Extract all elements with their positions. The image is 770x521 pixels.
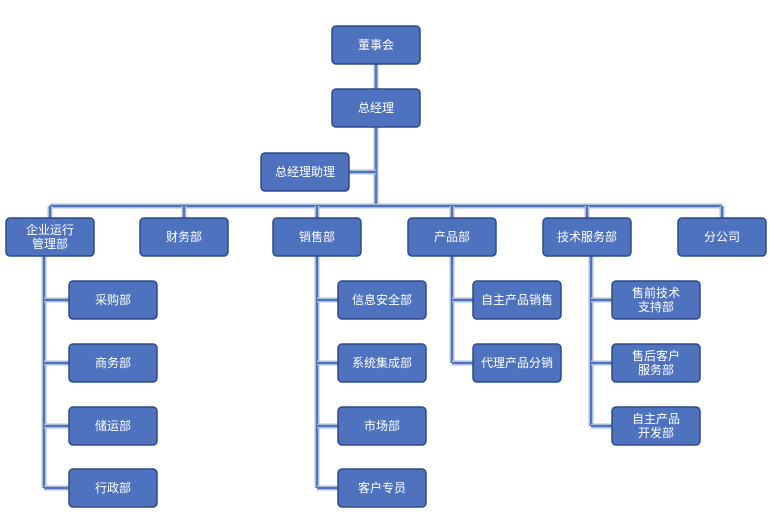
sub-department-node-4-1-box xyxy=(611,343,701,383)
sub-department-node-2-3-box xyxy=(337,468,427,508)
sub-department-node-2-2-label: 市场部 xyxy=(364,418,400,433)
department-node-5-box xyxy=(677,217,767,257)
sub-department-node-0-2: 储运部 xyxy=(68,406,158,446)
sub-department-node-2-1-label: 系统集成部 xyxy=(352,355,412,370)
sub-department-node-0-3-box xyxy=(68,468,158,508)
sub-department-node-2-3: 客户专员 xyxy=(337,468,427,508)
sub-department-node-0-0-label: 采购部 xyxy=(95,292,131,307)
sub-department-node-3-0: 自主产品销售 xyxy=(472,280,562,320)
department-node-0-box xyxy=(5,217,95,257)
department-node-2-label: 销售部 xyxy=(299,229,335,244)
connectors xyxy=(41,64,725,491)
sub-department-node-4-0-label: 支持部 xyxy=(638,299,674,314)
sub-department-node-2-1-box xyxy=(337,343,427,383)
department-node-2-box xyxy=(272,217,362,257)
sub-department-node-2-3-label: 客户专员 xyxy=(358,480,406,495)
department-node-3: 产品部 xyxy=(407,217,497,257)
department-node-3-box xyxy=(407,217,497,257)
sub-department-node-2-1: 系统集成部 xyxy=(337,343,427,383)
sub-department-node-2-2-box xyxy=(337,406,427,446)
sub-department-node-2-0-label: 信息安全部 xyxy=(352,292,412,307)
sub-department-node-0-0: 采购部 xyxy=(68,280,158,320)
department-node-1: 财务部 xyxy=(139,217,229,257)
sub-department-node-4-1-label: 服务部 xyxy=(638,362,674,377)
sub-department-node-0-3-label: 行政部 xyxy=(95,480,131,495)
sub-department-node-4-0-box xyxy=(611,280,701,320)
general-manager-node-box xyxy=(331,88,421,128)
sub-department-node-0-2-box xyxy=(68,406,158,446)
board-node-label: 董事会 xyxy=(358,38,394,52)
department-node-4-label: 技术服务部 xyxy=(557,229,617,244)
gm-assistant-node-label: 总经理助理 xyxy=(275,165,335,179)
sub-department-node-2-2: 市场部 xyxy=(337,406,427,446)
board-node: 董事会 xyxy=(331,25,421,65)
sub-department-node-0-0-box xyxy=(68,280,158,320)
sub-department-node-0-1: 商务部 xyxy=(68,343,158,383)
general-manager-node-label: 总经理 xyxy=(358,101,394,115)
department-node-4-box xyxy=(542,217,632,257)
sub-department-node-4-2-label: 自主产品 xyxy=(632,412,680,426)
sub-department-node-3-1: 代理产品分销 xyxy=(472,343,562,383)
sub-department-node-3-1-box xyxy=(472,343,562,383)
department-node-4: 技术服务部 xyxy=(542,217,632,257)
sub-department-node-4-0-label: 售前技术 xyxy=(632,285,680,300)
department-node-0-label: 企业运行 xyxy=(26,222,74,237)
sub-department-node-2-0-box xyxy=(337,280,427,320)
sub-department-node-0-3: 行政部 xyxy=(68,468,158,508)
department-node-3-label: 产品部 xyxy=(434,229,470,244)
sub-department-node-0-1-box xyxy=(68,343,158,383)
gm-assistant-node-box xyxy=(260,152,350,192)
sub-department-node-3-1-label: 代理产品分销 xyxy=(481,356,553,370)
sub-department-node-0-2-label: 储运部 xyxy=(95,418,131,433)
department-node-5: 分公司 xyxy=(677,217,767,257)
sub-department-node-4-2-label: 开发部 xyxy=(638,425,674,440)
department-node-5-label: 分公司 xyxy=(704,230,740,244)
department-node-0-label: 管理部 xyxy=(32,236,68,251)
department-node-1-box xyxy=(139,217,229,257)
sub-department-node-4-1-label: 售后客户 xyxy=(632,348,680,363)
sub-department-node-3-0-box xyxy=(472,280,562,320)
department-node-1-label: 财务部 xyxy=(166,229,202,244)
sub-department-node-2-0: 信息安全部 xyxy=(337,280,427,320)
sub-department-node-0-1-label: 商务部 xyxy=(95,355,131,370)
department-node-2: 销售部 xyxy=(272,217,362,257)
gm-assistant-node: 总经理助理 xyxy=(260,152,350,192)
sub-department-node-3-0-label: 自主产品销售 xyxy=(481,292,553,307)
general-manager-node: 总经理 xyxy=(331,88,421,128)
sub-department-node-4-2-box xyxy=(611,406,701,446)
board-node-box xyxy=(331,25,421,65)
